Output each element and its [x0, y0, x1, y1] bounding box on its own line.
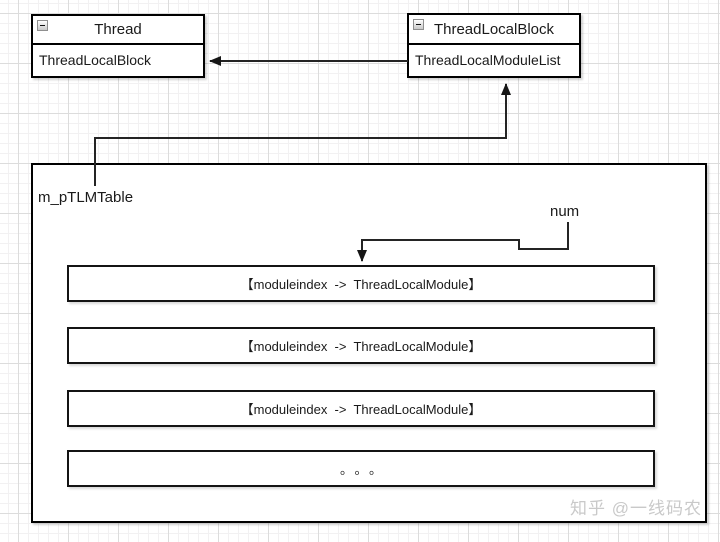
m-ptlmtable-label: m_pTLMTable	[38, 189, 134, 206]
thread-class-box: Thread ThreadLocalBlock	[31, 14, 205, 78]
tlm-row: 【moduleindex -> ThreadLocalModule】	[67, 390, 655, 427]
thread-class-title: Thread	[94, 21, 142, 38]
tlm-row-text: 【moduleindex -> ThreadLocalModule】	[240, 339, 482, 354]
ellipsis-row-text: 。。。	[339, 462, 390, 477]
threadlocalblock-class-box: ThreadLocalBlock ThreadLocalModuleList	[407, 13, 581, 78]
tlm-table-box: m_pTLMTable num 【moduleindex -> ThreadLo…	[31, 163, 707, 523]
tlm-row-text: 【moduleindex -> ThreadLocalModule】	[240, 277, 482, 292]
collapse-minus-icon[interactable]	[413, 19, 424, 30]
tlm-row-text: 【moduleindex -> ThreadLocalModule】	[240, 402, 482, 417]
threadlocalblock-class-header: ThreadLocalBlock	[409, 15, 579, 45]
tlm-row: 【moduleindex -> ThreadLocalModule】	[67, 327, 655, 364]
threadlocalblock-class-field: ThreadLocalModuleList	[415, 51, 561, 68]
thread-class-header: Thread	[33, 16, 203, 45]
threadlocalblock-class-title: ThreadLocalBlock	[433, 20, 555, 38]
watermark: 知乎 @一线码农	[570, 499, 702, 518]
collapse-minus-icon[interactable]	[37, 20, 48, 31]
num-label: num	[550, 203, 580, 220]
ellipsis-row: 。。。	[67, 450, 655, 487]
tlm-row: 【moduleindex -> ThreadLocalModule】	[67, 265, 655, 302]
thread-class-field: ThreadLocalBlock	[39, 51, 152, 68]
